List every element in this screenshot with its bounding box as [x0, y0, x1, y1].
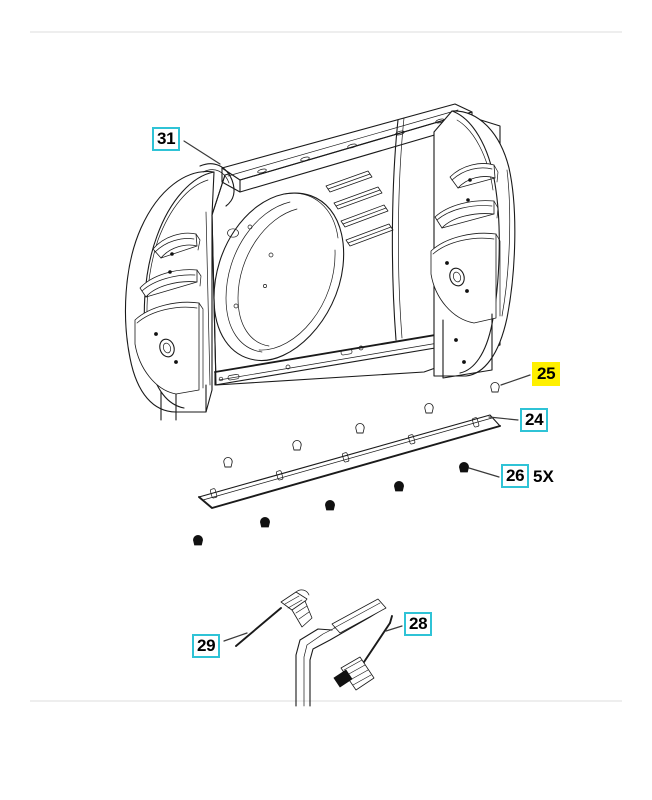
callout-24-label: 24 [525, 410, 544, 429]
callout-26-label: 26 [506, 466, 525, 485]
carriage-bolt [324, 500, 336, 511]
part-right-skid-adjuster [295, 598, 393, 707]
housing-right-side-panel [430, 110, 516, 379]
flange-nut [223, 457, 233, 468]
callout-31-label: 31 [157, 129, 176, 148]
housing-center-slots [325, 170, 394, 247]
carriage-bolt [259, 517, 271, 528]
leader-24 [488, 416, 519, 421]
callout-26[interactable]: 26 [501, 464, 530, 488]
callout-25[interactable]: 25 [532, 362, 561, 386]
divider-lines [30, 31, 622, 702]
part-scraper-bar [198, 414, 501, 509]
leader-28 [385, 625, 403, 632]
callout-29-label: 29 [197, 636, 216, 655]
right-hub-hole [445, 261, 469, 293]
right-vent-3 [430, 232, 501, 324]
part-flange-nuts [223, 382, 500, 468]
callout-24[interactable]: 24 [520, 408, 549, 432]
flange-nut [490, 382, 500, 393]
part-left-skid-adjuster [235, 589, 313, 647]
leader-25 [500, 374, 531, 386]
left-vent-1 [152, 232, 201, 259]
flange-nut [292, 440, 302, 451]
housing-inner-ridge [391, 117, 405, 341]
housing-center-holes [227, 224, 274, 309]
leader-29 [223, 632, 248, 642]
left-hub-hole [154, 332, 178, 364]
flange-nut [355, 423, 365, 434]
callout-25-label: 25 [537, 364, 556, 383]
leader-26 [468, 467, 500, 478]
callout-31[interactable]: 31 [152, 127, 181, 151]
scraper-bar-slots [209, 417, 480, 499]
housing-left-side-panel [124, 163, 235, 421]
carriage-bolt [192, 535, 204, 546]
callout-leader-lines [183, 140, 531, 642]
callout-28[interactable]: 28 [404, 612, 433, 636]
part-auger-housing [124, 103, 516, 421]
carriage-bolt [393, 481, 405, 492]
leader-31 [183, 140, 221, 165]
carriage-bolt [458, 462, 470, 473]
left-vent-2 [139, 269, 202, 298]
housing-auger-opening [213, 192, 345, 362]
callout-29[interactable]: 29 [192, 634, 221, 658]
quantity-label-26: 5X [533, 467, 554, 486]
flange-nut [424, 403, 434, 414]
right-vent-2 [434, 200, 499, 229]
part-carriage-bolts [192, 462, 470, 546]
callout-28-label: 28 [409, 614, 428, 633]
left-vent-3 [134, 301, 204, 395]
right-vent-1 [449, 163, 499, 189]
